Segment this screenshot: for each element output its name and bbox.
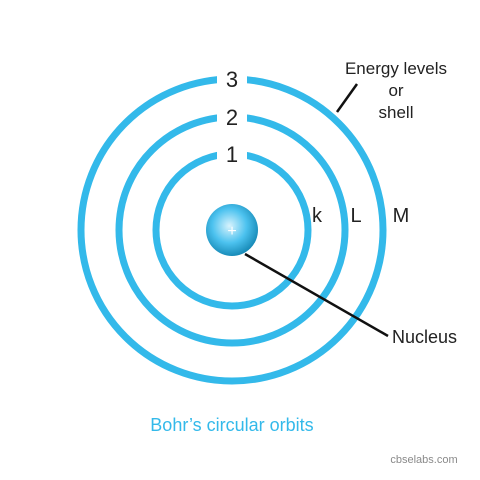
energy-levels-label-line2: or <box>388 81 403 100</box>
orbit-1-number: 1 <box>226 142 238 167</box>
orbit-3-number: 3 <box>226 67 238 92</box>
diagram-caption: Bohr’s circular orbits <box>150 415 313 435</box>
energy-levels-leader-line <box>335 83 359 113</box>
nucleus-plus-sign: + <box>227 223 236 240</box>
shell-m-label: M <box>393 205 410 227</box>
shell-k-label: k <box>312 205 323 227</box>
energy-levels-label-line3: shell <box>379 103 414 122</box>
orbit-1-number-gap <box>217 141 247 167</box>
orbit-3-number-gap <box>217 66 247 92</box>
orbit-2-number: 2 <box>226 105 238 130</box>
nucleus-label: Nucleus <box>392 327 457 347</box>
nucleus-leader-line <box>244 252 389 338</box>
shell-l-label: L <box>350 205 361 227</box>
orbit-2-number-gap <box>217 104 247 130</box>
source-watermark: cbselabs.com <box>390 454 457 466</box>
nucleus-sphere <box>206 204 258 256</box>
energy-levels-label-line1: Energy levels <box>345 59 447 78</box>
